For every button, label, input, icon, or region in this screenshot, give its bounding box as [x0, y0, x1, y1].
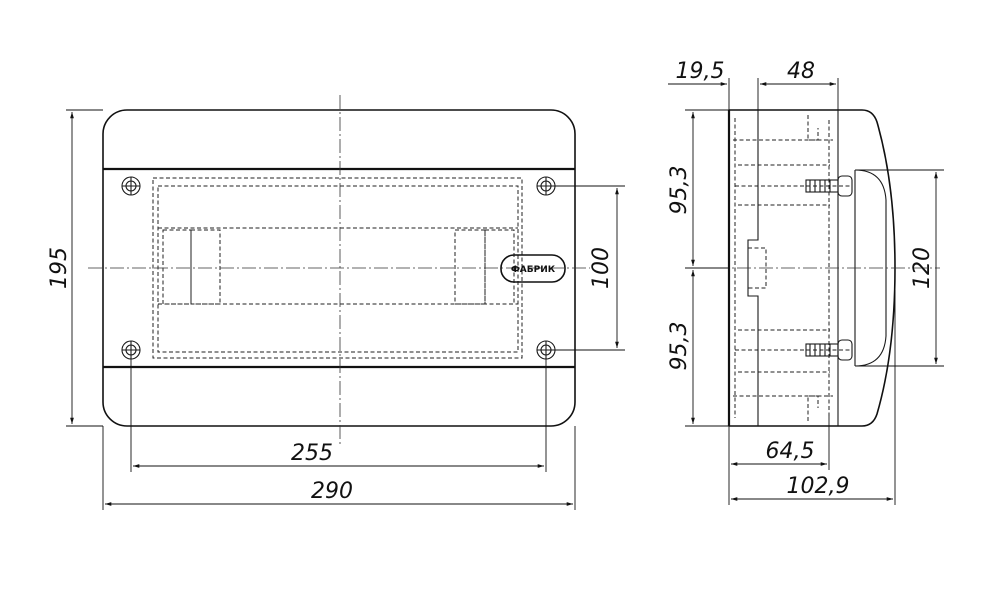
dimension-screw-vertical-100: 100 — [555, 185, 625, 351]
left-block-2 — [190, 229, 221, 305]
side-screw-lower — [805, 339, 853, 361]
label-top-left: 19,5 — [676, 59, 725, 84]
label-upper-height: 95,3 — [667, 166, 692, 215]
logo-text: ФАБРИК — [511, 265, 556, 275]
dimension-top-48: 48 — [760, 59, 839, 110]
label-lower-height: 95,3 — [667, 322, 692, 371]
right-block-1 — [454, 229, 486, 305]
dimension-width-290: 290 — [102, 426, 576, 510]
right-block-2 — [484, 229, 515, 305]
screw-top-right — [536, 176, 556, 196]
logo-latch: ФАБРИК — [500, 254, 566, 283]
dimension-lower-95-3: 95,3 — [667, 270, 729, 427]
clip-hidden — [807, 115, 819, 421]
front-view: ФАБРИК 195 100 255 290 — [47, 95, 625, 510]
screw-top-left — [121, 176, 141, 196]
label-bottom-inner: 64,5 — [766, 439, 815, 464]
dimension-bottom-64-5: 64,5 — [728, 416, 830, 505]
width-label: 290 — [311, 479, 353, 504]
dimension-top-19-5: 19,5 — [668, 59, 759, 110]
label-right-height: 120 — [910, 247, 935, 289]
height-label: 195 — [47, 247, 72, 289]
vertical-screw-spacing-label: 100 — [589, 247, 614, 289]
dimension-upper-95-3: 95,3 — [667, 109, 729, 269]
window-frame-outer — [152, 177, 523, 359]
side-screw-upper — [805, 175, 853, 197]
left-block-1 — [162, 229, 192, 305]
screw-bottom-right — [536, 340, 556, 360]
rail-hidden-lines — [738, 164, 830, 373]
dimension-bottom-102-9: 102,9 — [731, 290, 896, 505]
label-top-right: 48 — [787, 59, 815, 84]
side-view: 19,5 48 95,3 95,3 120 — [667, 59, 944, 505]
din-rail-hidden — [748, 247, 767, 289]
screw-bottom-left — [121, 340, 141, 360]
dimension-height-195: 195 — [47, 109, 103, 427]
label-bottom-total: 102,9 — [787, 474, 850, 499]
window-frame-inner — [157, 185, 519, 353]
dimension-door-120: 120 — [856, 169, 944, 367]
dimension-screw-spacing-255: 255 — [130, 359, 547, 472]
screw-spacing-label: 255 — [291, 441, 333, 466]
